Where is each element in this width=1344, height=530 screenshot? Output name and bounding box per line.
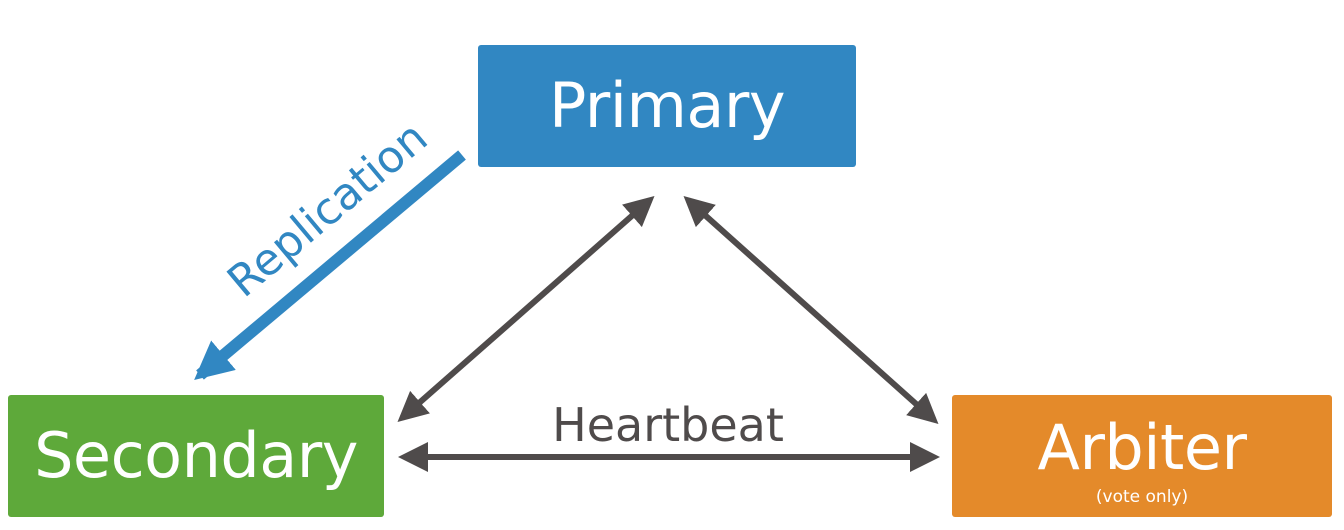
arbiter-node-label: Arbiter <box>1037 410 1247 484</box>
arbiter-node: Arbiter (vote only) <box>952 395 1332 517</box>
heartbeat-label: Heartbeat <box>552 398 784 452</box>
primary-node: Primary <box>478 45 856 167</box>
secondary-node-label: Secondary <box>34 419 358 492</box>
primary-node-label: Primary <box>548 69 786 142</box>
arbiter-node-note: (vote only) <box>1095 486 1189 507</box>
secondary-node: Secondary <box>8 395 384 517</box>
heartbeat-arrow-primary-arbiter <box>683 196 939 424</box>
replication-arrow <box>194 150 466 380</box>
heartbeat-arrow-primary-secondary <box>397 196 655 422</box>
